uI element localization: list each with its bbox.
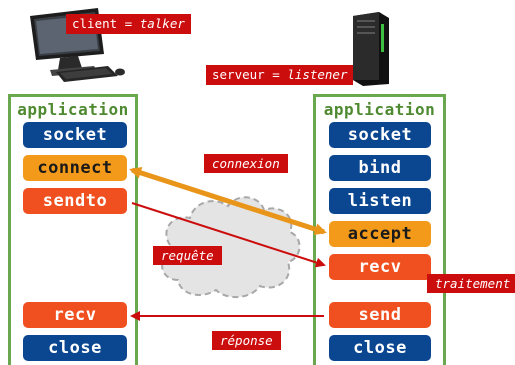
server-role-prefix: serveur = <box>212 67 288 82</box>
requete-arrow <box>131 202 326 268</box>
server-step-send: send <box>329 302 431 328</box>
server-step-socket: socket <box>329 122 431 148</box>
connexion-label: connexion <box>204 154 288 173</box>
server-tower-icon <box>345 10 393 86</box>
server-role-label: serveur = listener <box>206 65 354 85</box>
client-role-label: client = talker <box>66 14 191 34</box>
client-step-sendto: sendto <box>23 188 127 214</box>
reponse-label: réponse <box>212 331 281 350</box>
server-role-name: listener <box>287 67 348 82</box>
server-step-listen: listen <box>329 188 431 214</box>
client-step-connect: connect <box>23 155 127 181</box>
client-role-prefix: client = <box>72 16 140 31</box>
server-application-title: application <box>323 100 436 119</box>
server-step-accept: accept <box>329 221 431 247</box>
client-role-name: talker <box>139 16 185 31</box>
client-application-title: application <box>17 100 129 119</box>
server-step-close: close <box>329 335 431 361</box>
server-step-bind: bind <box>329 155 431 181</box>
server-step-recv: recv <box>329 254 431 280</box>
client-step-close: close <box>23 335 127 361</box>
traitement-label: traitement <box>427 274 515 293</box>
client-step-recv: recv <box>23 302 127 328</box>
client-step-socket: socket <box>23 122 127 148</box>
connexion-arrow <box>129 167 327 235</box>
requete-label: requête <box>153 246 222 265</box>
